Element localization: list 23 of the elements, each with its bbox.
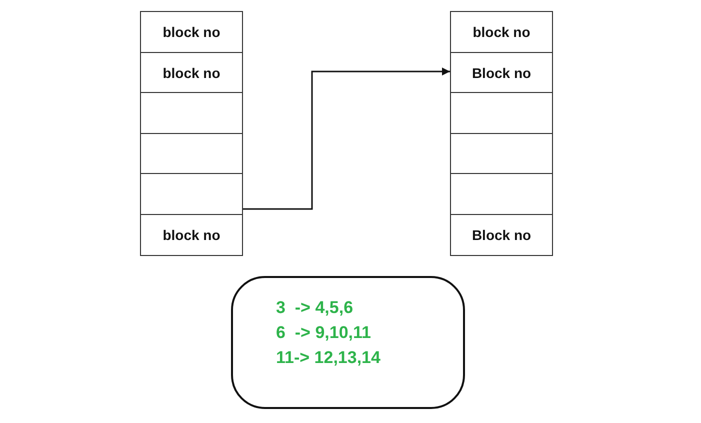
empty-cell bbox=[140, 133, 243, 174]
arrow bbox=[243, 68, 450, 210]
cell-label: block no bbox=[162, 227, 220, 243]
empty-cell bbox=[140, 173, 243, 215]
table-cell bbox=[450, 52, 553, 93]
cell-label: Block no bbox=[472, 227, 532, 243]
table-cell bbox=[140, 52, 243, 93]
cell-label: block no bbox=[472, 24, 530, 40]
cell-label: Block no bbox=[472, 64, 532, 80]
table-cell bbox=[450, 11, 553, 53]
mapping-text: 11-> 12,13,14 bbox=[276, 348, 380, 368]
table-cell bbox=[140, 214, 243, 256]
table-cell bbox=[450, 214, 553, 256]
empty-cell bbox=[450, 173, 553, 215]
cell-label: block no bbox=[162, 64, 220, 80]
table-cell bbox=[140, 11, 243, 53]
empty-cell bbox=[450, 133, 553, 174]
cell-label: block no bbox=[162, 24, 220, 40]
mapping-text: 3 -> 4,5,6 bbox=[276, 298, 354, 318]
rounded-box bbox=[231, 276, 465, 409]
empty-cell bbox=[450, 92, 553, 134]
mapping-text: 6 -> 9,10,11 bbox=[276, 323, 371, 343]
empty-cell bbox=[140, 92, 243, 134]
